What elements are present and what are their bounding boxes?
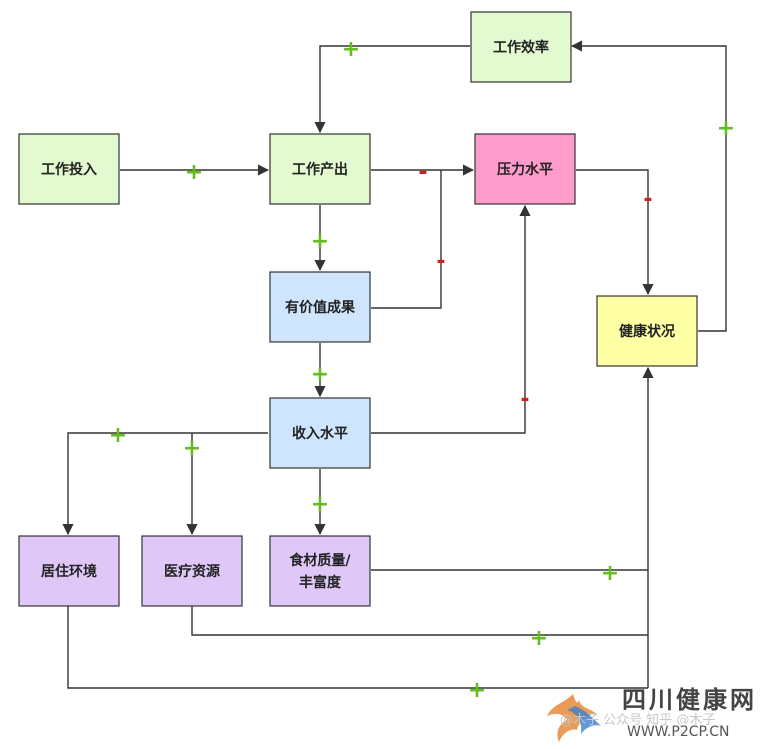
sign-food-health: +: [601, 561, 619, 586]
sign-income-medical: +: [183, 436, 201, 461]
watermark: @木子 公众号 知乎 @木子 四川健康网 WWW.P2CP.CN: [547, 686, 757, 742]
node-valuable-results-label: 有价值成果: [285, 299, 356, 316]
sign-output-results: +: [311, 229, 329, 254]
node-health-status: 健康状况: [596, 295, 698, 367]
sign-efficiency-output: +: [342, 37, 360, 62]
node-work-input-label: 工作投入: [41, 161, 97, 178]
node-work-efficiency: 工作效率: [470, 11, 572, 83]
sign-health-efficiency: +: [717, 116, 735, 141]
phoenix-logo-icon: [547, 694, 601, 742]
node-stress-level-label: 压力水平: [497, 161, 553, 178]
edge-efficiency-to-output: [314, 45, 470, 134]
edges: [62, 40, 727, 689]
sign-medical-health: +: [530, 626, 548, 651]
node-medical-resources-label: 医疗资源: [164, 563, 220, 580]
node-health-status-label: 健康状况: [619, 323, 675, 340]
sign-income-food: +: [311, 492, 329, 517]
node-work-output: 工作产出: [269, 133, 371, 205]
sign-output-stress: -: [418, 160, 427, 185]
node-income-level: 收入水平: [269, 397, 371, 469]
node-food-quality-label-line2: 丰富度: [299, 574, 342, 591]
edge-income-to-living: [62, 432, 268, 536]
edge-living-to-health: [67, 605, 648, 689]
watermark-faint-text: @木子 公众号 知乎 @木子: [560, 712, 715, 728]
node-living-environment: 居住环境: [18, 535, 120, 607]
node-work-input: 工作投入: [18, 133, 120, 205]
sign-income-stress: -: [520, 387, 529, 412]
sign-living-health: +: [468, 678, 486, 703]
edge-income-to-stress: [371, 204, 531, 434]
sign-input-output: +: [185, 160, 203, 185]
sign-income-living: +: [109, 423, 127, 448]
node-food-quality-label-line1: 食材质量/: [289, 552, 351, 569]
node-stress-level: 压力水平: [474, 133, 576, 205]
edge-signs: + + - - + + - - + + + + + + +: [109, 37, 735, 703]
edge-stress-to-health: [576, 169, 654, 296]
node-valuable-results: 有价值成果: [269, 271, 371, 343]
node-medical-resources: 医疗资源: [141, 535, 243, 607]
node-living-environment-label: 居住环境: [41, 563, 97, 580]
node-food-quality: 食材质量/ 丰富度: [269, 535, 371, 607]
node-work-output-label: 工作产出: [292, 161, 348, 178]
sign-stress-health: -: [643, 187, 652, 212]
edge-health-to-efficiency: [570, 40, 727, 332]
edge-results-to-stress: [371, 170, 442, 309]
node-work-efficiency-label: 工作效率: [493, 39, 549, 56]
sign-results-income: +: [311, 362, 329, 387]
edge-medical-to-health: [191, 605, 648, 636]
watermark-title: 四川健康网: [622, 686, 757, 714]
node-income-level-label: 收入水平: [292, 425, 348, 442]
sign-results-stress: -: [436, 249, 445, 274]
watermark-url: WWW.P2CP.CN: [627, 724, 729, 740]
